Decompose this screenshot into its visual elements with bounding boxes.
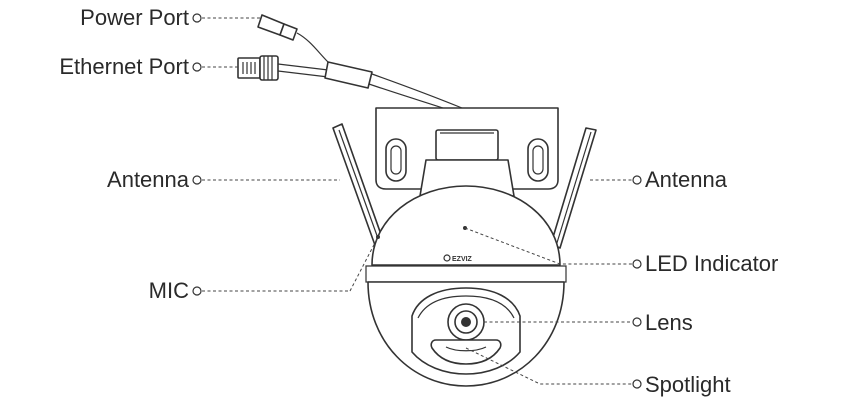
callout-dots (192, 13, 642, 389)
label-antenna-left: Antenna (107, 167, 190, 192)
label-ethernet-port: Ethernet Port (59, 54, 189, 79)
camera-illustration-icon: EZVIZ (332, 107, 597, 387)
brand-logo: EZVIZ (443, 254, 473, 263)
antenna-right (550, 127, 597, 249)
label-mic: MIC (149, 278, 189, 303)
label-antenna-right: Antenna (645, 167, 728, 192)
power-connector-icon (257, 14, 329, 63)
label-power-port: Power Port (80, 5, 189, 30)
label-lens: Lens (645, 310, 693, 335)
label-spotlight: Spotlight (645, 372, 731, 397)
cable-assembly (237, 14, 463, 113)
spotlight (430, 339, 502, 365)
leader-lines (202, 17, 632, 385)
label-led-indicator: LED Indicator (645, 251, 778, 276)
brand-logo-text: EZVIZ (452, 256, 473, 263)
